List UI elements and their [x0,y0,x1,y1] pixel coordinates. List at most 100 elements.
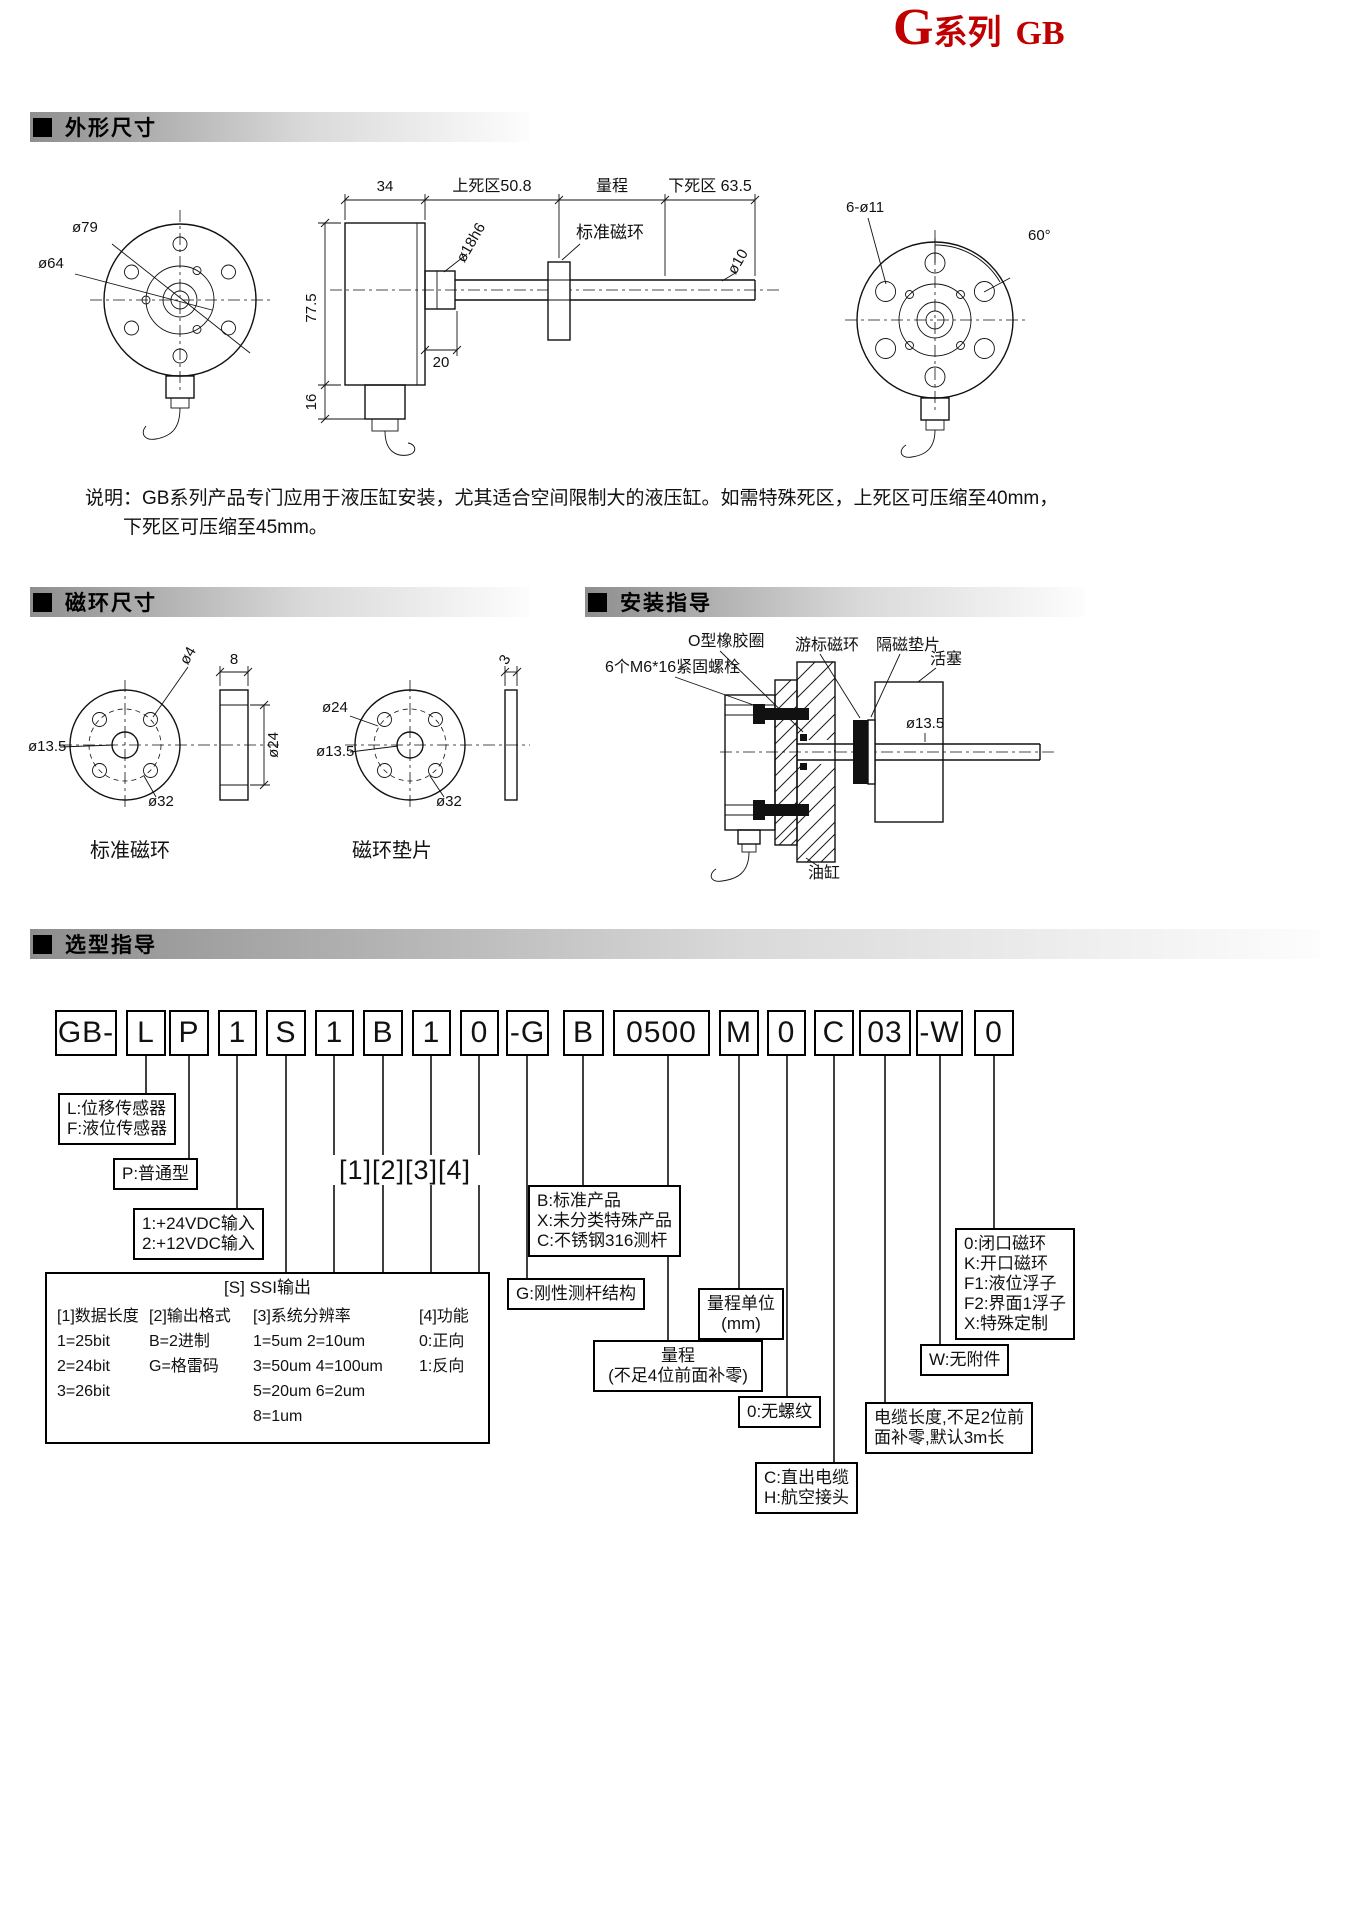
dim-label-d18h6: ø18h6 [453,220,489,265]
rear-flange-view: 6-ø11 60° [845,199,1051,458]
ssi-item: 3=50um 4=100um [253,1358,383,1375]
desc-cable-length: 电缆长度,不足2位前 面补零,默认3m长 [865,1402,1034,1454]
model-code-segment: -W [916,1010,963,1056]
model-code-segment: 0 [767,1010,806,1056]
ssi-col-header: [1]数据长度 [57,1308,139,1325]
dim-label-range: 量程 [596,177,628,195]
caption-ring-spacer: 磁环垫片 [352,839,432,862]
dim-label-d32: ø32 [148,793,174,810]
dim-label-d24: ø24 [322,699,348,716]
ssi-item: G=格雷码 [149,1358,219,1375]
section-header-install: 安装指导 [585,587,1085,617]
model-code-segment: B [363,1010,403,1056]
desc-line: 量程单位 [707,1294,775,1313]
series-letter: G [893,0,934,56]
model-code-segment: 1 [412,1010,451,1056]
desc-ring-options: 0:闭口磁环 K:开口磁环 F1:液位浮子 F2:界面1浮子 X:特殊定制 [955,1228,1076,1340]
note-line-1: 说明：GB系列产品专门应用于液压缸安装，尤其适合空间限制大的液压缸。如需特殊死区… [85,488,1059,509]
section-header-ring: 磁环尺寸 [30,587,530,617]
desc-line: 电缆长度,不足2位前 [874,1408,1025,1427]
label-standard-ring: 标准磁环 [576,223,644,242]
dim-label-d32: ø32 [436,793,462,810]
label-cylinder: 油缸 [808,863,840,882]
section-marker-icon [33,592,52,612]
model-code-segment: P [169,1010,209,1056]
ssi-item: 2=24bit [57,1358,110,1375]
installation-diagram: O型橡胶圈 游标磁环 隔磁垫片 6个M6*16紧固螺栓 活塞 ø13.5 油缸 [605,632,1055,882]
section-header-selection: 选型指导 [30,929,1320,959]
dim-label-d135: ø13.5 [906,715,944,732]
ssi-item: B=2进制 [149,1333,210,1350]
desc-line: (不足4位前面补零) [608,1366,748,1385]
dim-label-d79: ø79 [72,219,98,236]
dim-label-d64: ø64 [38,255,64,272]
section-title: 安装指导 [620,592,712,615]
desc-line: X:特殊定制 [964,1314,1049,1333]
desc-rod-structure: G:刚性测杆结构 [507,1278,645,1310]
ssi-item: 1=5um 2=10um [253,1333,366,1350]
desc-line: K:开口磁环 [964,1254,1049,1273]
model-code-segment: C [814,1010,854,1056]
section-marker-icon [33,117,52,137]
model-code-segment: 0 [974,1010,1014,1056]
section-title: 外形尺寸 [65,117,157,140]
label-spacer: 隔磁垫片 [876,636,940,654]
label-cursor-ring: 游标磁环 [795,636,859,654]
ssi-col-resolution: [3]系统分辨率 1=5um 2=10um 3=50um 4=100um 5=2… [253,1304,383,1429]
dim-label-34: 34 [377,178,394,195]
ssi-col-function: [4]功能 0:正向 1:反向 [419,1304,469,1379]
desc-no-attachment: W:无附件 [920,1344,1010,1376]
dim-label-20: 20 [433,354,450,371]
desc-line: 0:闭口磁环 [964,1234,1047,1253]
model-code-segment: 0 [460,1010,499,1056]
section-header-outline: 外形尺寸 [30,112,530,142]
ssi-col-header: [4]功能 [419,1308,469,1325]
desc-line: 量程 [661,1346,695,1365]
model-code-segment: GB- [55,1010,117,1056]
model-code-segment: L [126,1010,166,1056]
ssi-item: 5=20um 6=2um [253,1383,366,1400]
ring-spacer-view: ø24 ø13.5 ø32 3 磁环垫片 [316,652,530,862]
model-selection-section: GB- L P 1 S 1 B 1 0 -G B 0500 M 0 C 03 -… [0,985,1357,1920]
model-code-segment: S [266,1010,306,1056]
desc-line: F1:液位浮子 [964,1274,1057,1293]
outline-note: 说明：GB系列产品专门应用于液压缸安装，尤其适合空间限制大的液压缸。如需特殊死区… [85,484,1095,542]
desc-range-unit: 量程单位 (mm) [698,1288,784,1340]
desc-type-p: P:普通型 [113,1158,199,1190]
model-code-segment: 1 [218,1010,257,1056]
dim-label-16: 16 [303,394,320,411]
model-code-segment: 1 [315,1010,354,1056]
dim-label-d135: ø13.5 [28,738,66,755]
ssi-item: 1=25bit [57,1333,110,1350]
caption-standard-ring: 标准磁环 [90,839,170,862]
ssi-col-header: [2]输出格式 [149,1308,231,1325]
desc-line: L:位移传感器 [67,1099,167,1118]
ssi-item: 0:正向 [419,1333,465,1350]
desc-product-class: B:标准产品 X:未分类特殊产品 C:不锈钢316测杆 [528,1185,682,1257]
desc-line: C:直出电缆 [764,1468,849,1487]
series-word: 系列 [933,15,1002,52]
dim-label-lower-dead: 下死区 63.5 [668,178,752,195]
desc-thread: 0:无螺纹 [738,1396,822,1428]
label-o-ring: O型橡胶圈 [688,632,764,650]
model-code-segment: M [719,1010,759,1056]
page-title: G 系列 GB [893,2,1065,54]
dim-label-3: 3 [496,652,515,668]
ssi-col-output-format: [2]输出格式 B=2进制 G=格雷码 [149,1304,231,1379]
desc-line: C:不锈钢316测杆 [537,1231,668,1250]
model-code-segment: 0500 [613,1010,710,1056]
desc-range: 量程 (不足4位前面补零) [593,1340,763,1392]
selection-connectors [145,1056,995,1462]
ssi-title: [S] SSI输出 [224,1278,311,1297]
desc-line: 1:+24VDC输入 [142,1214,255,1233]
ssi-item: 8=1um [253,1408,303,1425]
dim-label-angle: 60° [1028,227,1051,244]
desc-line: F2:界面1浮子 [964,1294,1067,1313]
model-code-segment: -G [506,1010,549,1056]
ring-and-install-drawing: ø13.5 ø32 ø4 8 ø24 标准磁环 [28,632,1055,882]
front-flange-view: ø79 ø64 [38,210,270,440]
desc-line: H:航空接头 [764,1488,849,1507]
ssi-item: 1:反向 [419,1358,465,1375]
bracket-positions-label: [1][2][3][4] [306,1155,504,1185]
